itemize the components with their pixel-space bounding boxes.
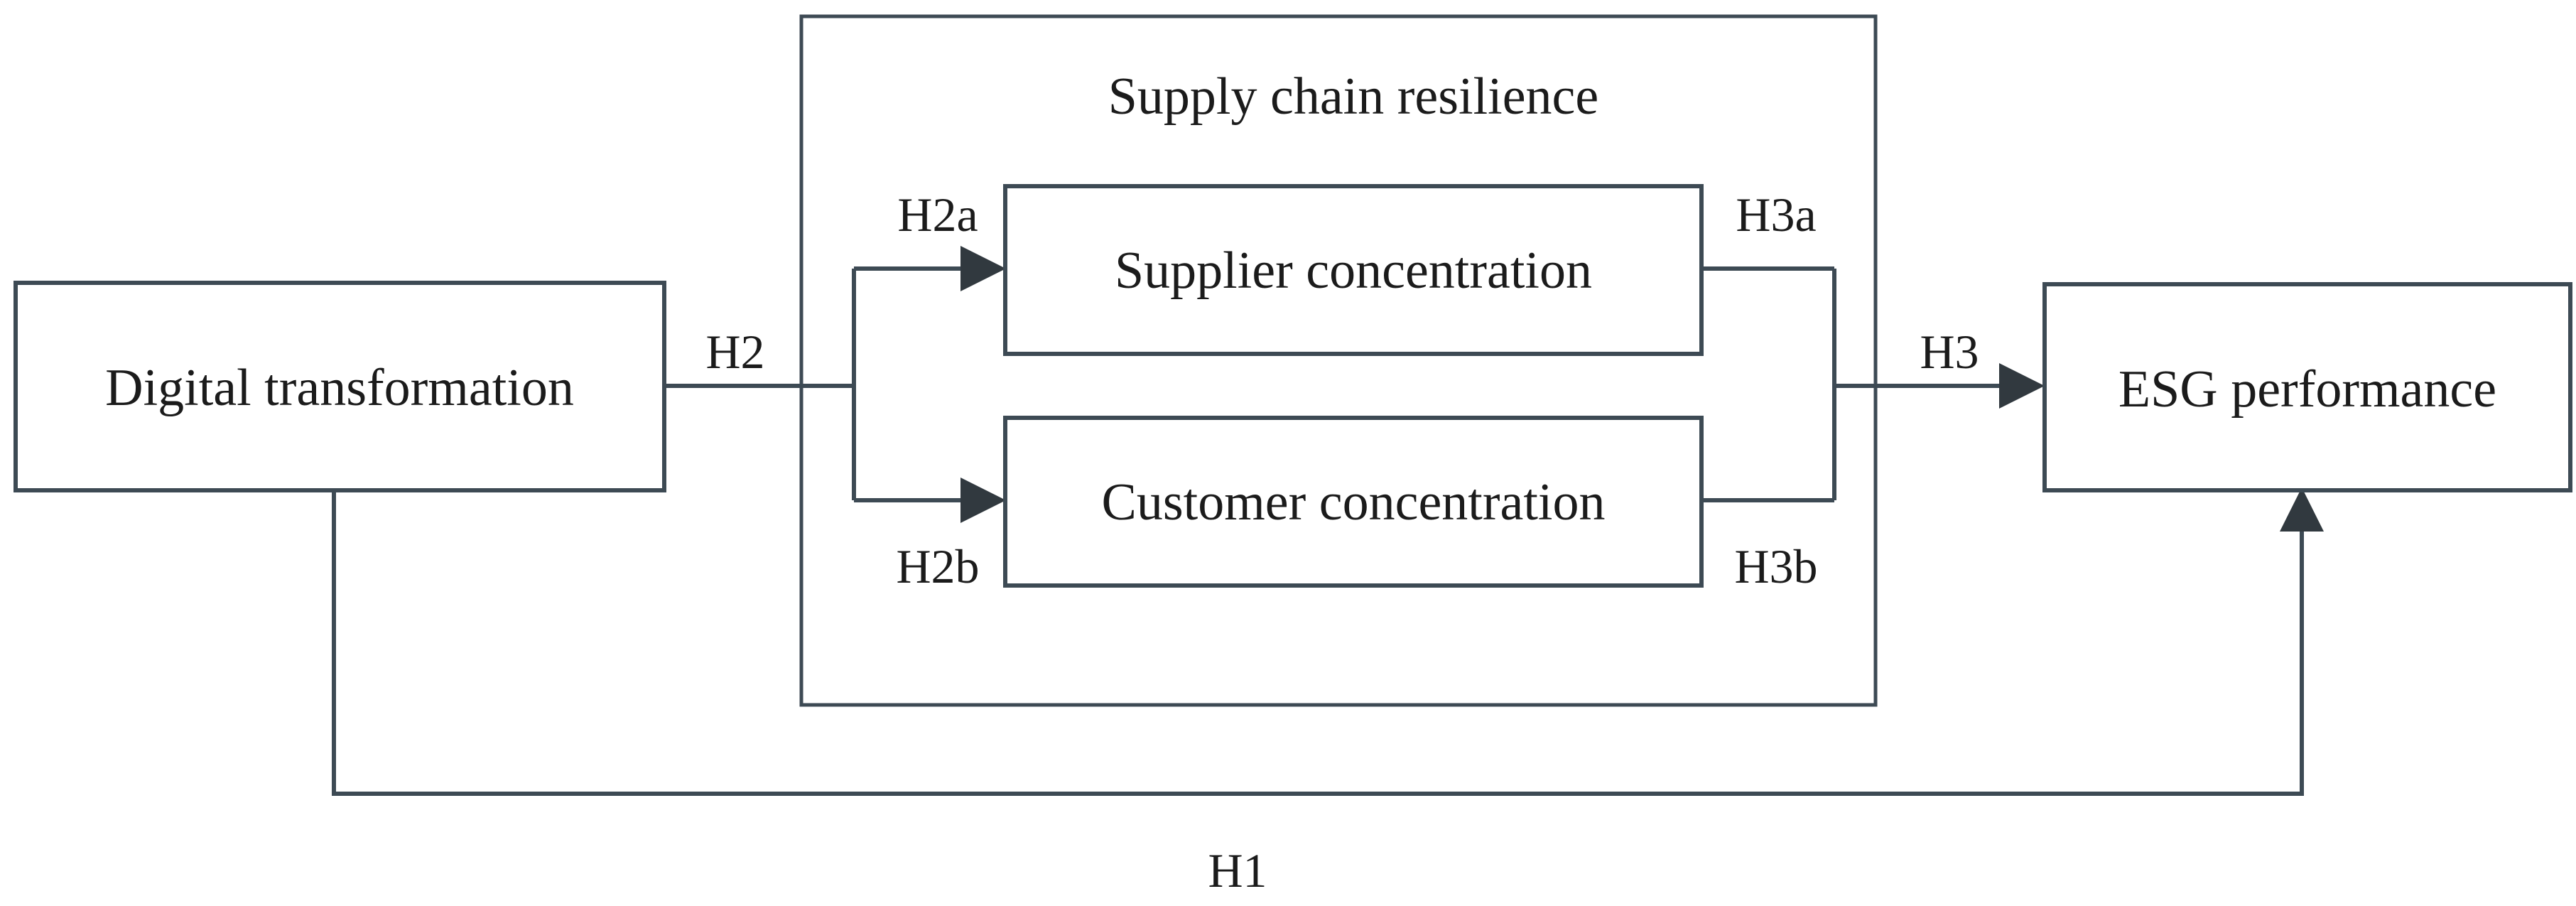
edge-h3-arrowhead-icon [1999,363,2045,409]
esg-performance-box[interactable] [2042,282,2572,492]
supplier-concentration-label: Supplier concentration [1115,242,1592,300]
hypothesis-label-h3a: H3a [1736,188,1816,242]
hypothesis-label-h3: H3 [1920,325,1979,379]
hypothesis-label-h2a: H2a [897,188,978,242]
esg-performance-label: ESG performance [2118,360,2496,419]
supply-chain-resilience-title: Supply chain resilience [1108,68,1598,126]
edge-h2-branch [852,246,1006,523]
esg-performance-fill [2045,284,2570,490]
supply-chain-resilience-group-fill [801,16,1876,705]
digital-transformation-fill [16,283,664,490]
hypothesis-label-h3b: H3b [1734,539,1817,593]
edge-h1-path [332,490,2304,796]
hypothesis-label-h2b: H2b [896,539,979,593]
digital-transformation-label: Digital transformation [105,359,574,417]
edge-h1-arrowhead-icon [2280,487,2324,532]
edge-h1 [332,487,2324,796]
edge-h2b-arrowhead-icon [960,478,1006,523]
edge-h3 [1834,363,2045,409]
digital-transformation-box[interactable] [13,281,666,492]
supplier-concentration-fill [1005,186,1701,354]
edge-h2a-arrowhead-icon [960,246,1006,291]
customer-concentration-fill [1005,418,1701,586]
hypothesis-label-h2: H2 [705,325,764,379]
hypothesis-label-h1: H1 [1208,843,1267,897]
customer-concentration-label: Customer concentration [1102,473,1606,532]
